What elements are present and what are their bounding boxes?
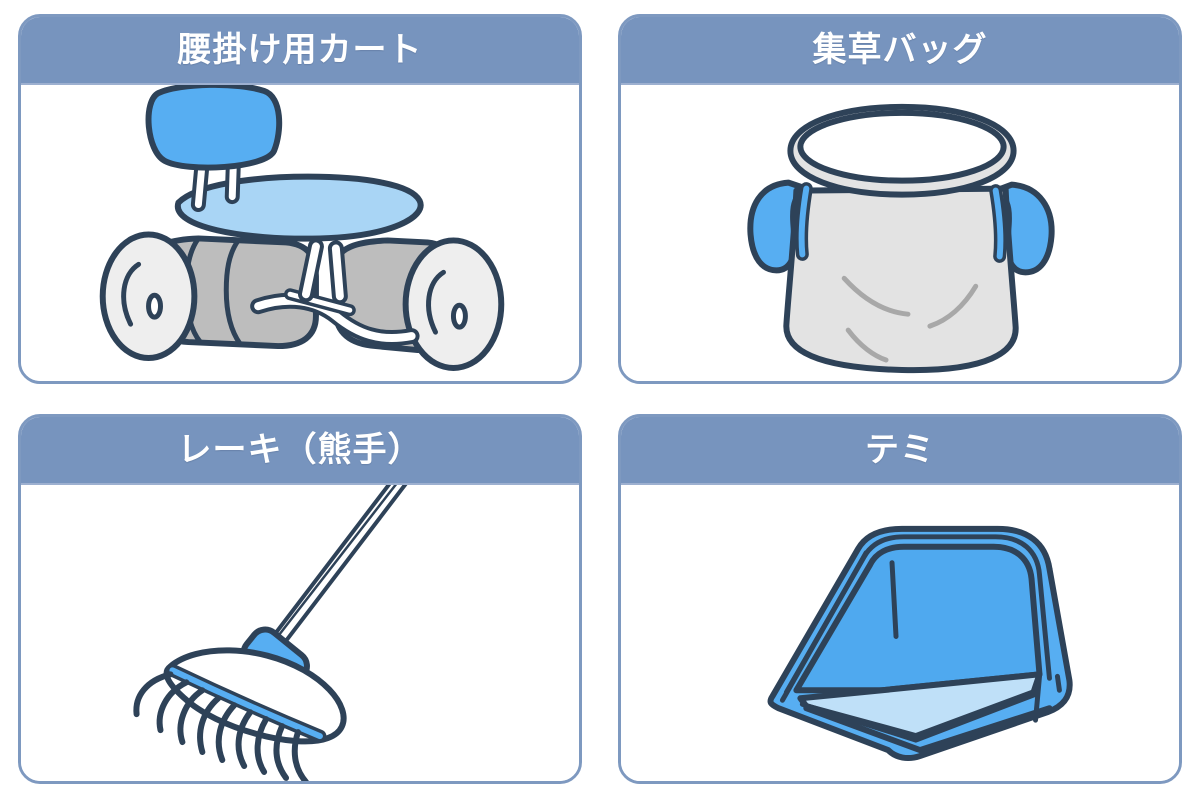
- grid-cell-4: テミ: [600, 400, 1200, 800]
- card-title-rake: レーキ（熊手）: [177, 431, 423, 469]
- card-title-shuusou-bag: 集草バッグ: [812, 31, 988, 69]
- card-header-shuusou-bag: 集草バッグ: [621, 17, 1179, 85]
- card-shuusou-bag[interactable]: 集草バッグ: [618, 14, 1182, 384]
- card-header-rake: レーキ（熊手）: [21, 417, 579, 485]
- card-temi[interactable]: テミ: [618, 414, 1182, 784]
- grid-cell-3: レーキ（熊手）: [0, 400, 600, 800]
- card-rake[interactable]: レーキ（熊手）: [18, 414, 582, 784]
- scoop-dustpan-icon: [767, 525, 1073, 761]
- card-header-koshikake-cart: 腰掛け用カート: [21, 17, 579, 85]
- card-body-temi: [621, 485, 1179, 781]
- rolling-garden-seat-cart-icon: [99, 85, 505, 371]
- card-koshikake-cart[interactable]: 腰掛け用カート: [18, 14, 582, 384]
- card-title-temi: テミ: [865, 431, 935, 469]
- card-body-rake: [21, 485, 579, 781]
- card-title-koshikake-cart: 腰掛け用カート: [177, 31, 423, 69]
- grid-cell-1: 腰掛け用カート: [0, 0, 600, 400]
- card-body-koshikake-cart: [21, 85, 579, 381]
- grid-cell-2: 集草バッグ: [600, 0, 1200, 400]
- grass-collection-bag-icon: [747, 103, 1055, 374]
- card-body-shuusou-bag: [621, 85, 1179, 381]
- garden-rake-icon: [133, 485, 408, 781]
- card-header-temi: テミ: [621, 417, 1179, 485]
